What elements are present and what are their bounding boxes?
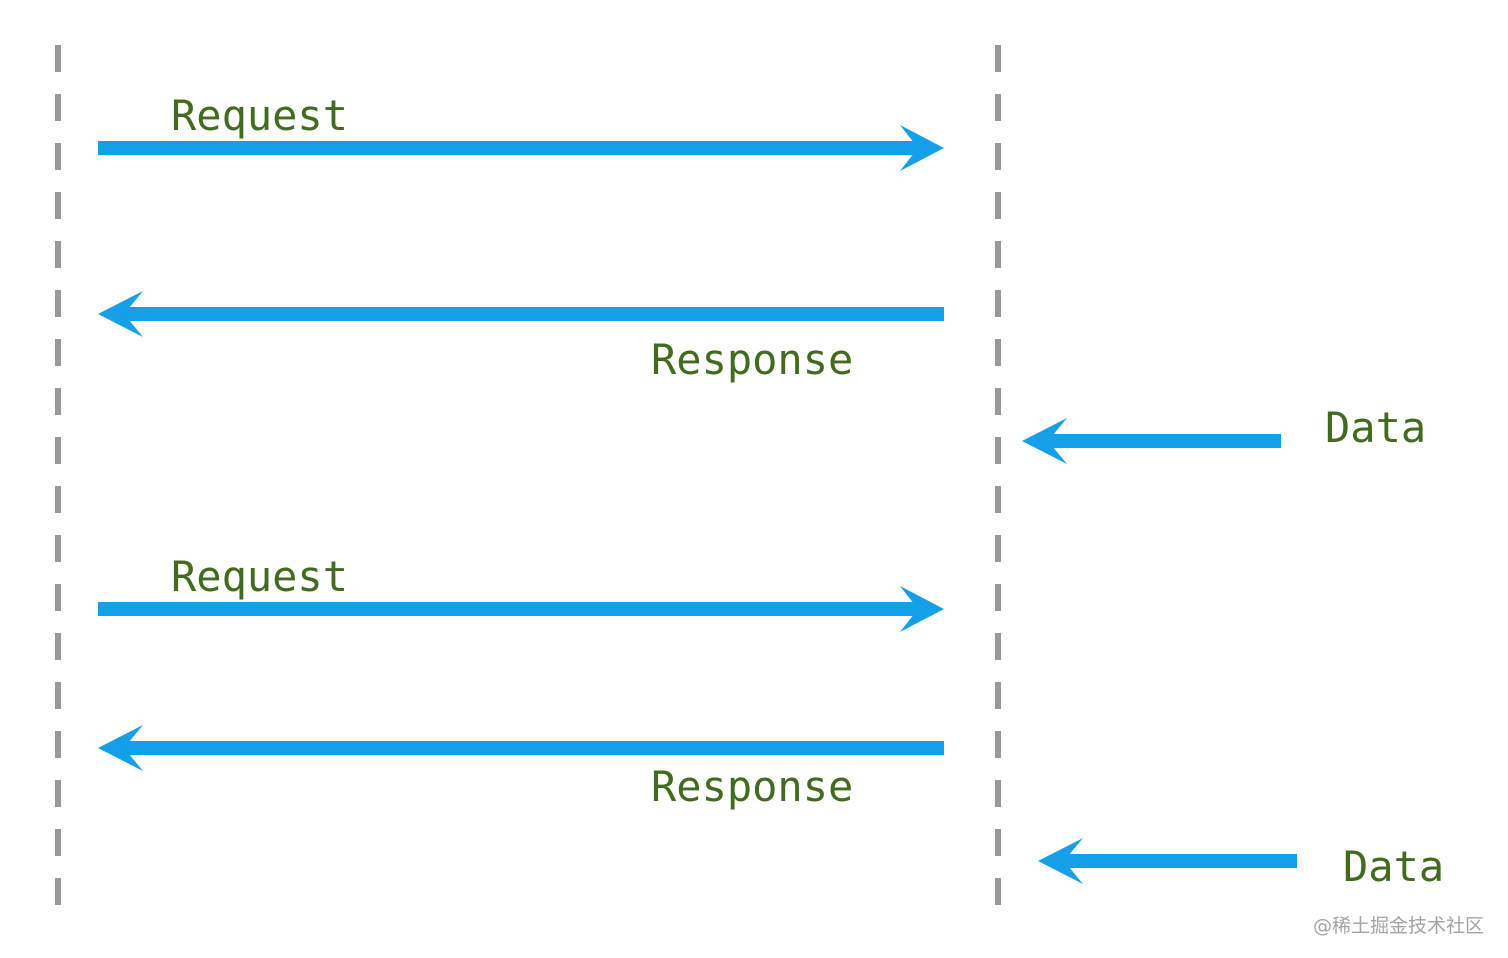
response-label-2: Response	[651, 762, 854, 811]
request-arrow-1	[98, 125, 944, 171]
data-arrow-1	[1022, 418, 1281, 464]
request-label-2: Request	[171, 552, 349, 601]
response-label-1: Response	[651, 335, 854, 384]
request-label-1: Request	[171, 91, 349, 140]
data-label-1: Data	[1325, 403, 1427, 452]
watermark: @稀土掘金技术社区	[1312, 915, 1484, 937]
response-arrow-1	[98, 291, 944, 337]
request-arrow-2	[98, 586, 944, 632]
data-label-2: Data	[1343, 842, 1445, 891]
data-arrow-2	[1038, 838, 1297, 884]
response-arrow-2	[98, 725, 944, 771]
